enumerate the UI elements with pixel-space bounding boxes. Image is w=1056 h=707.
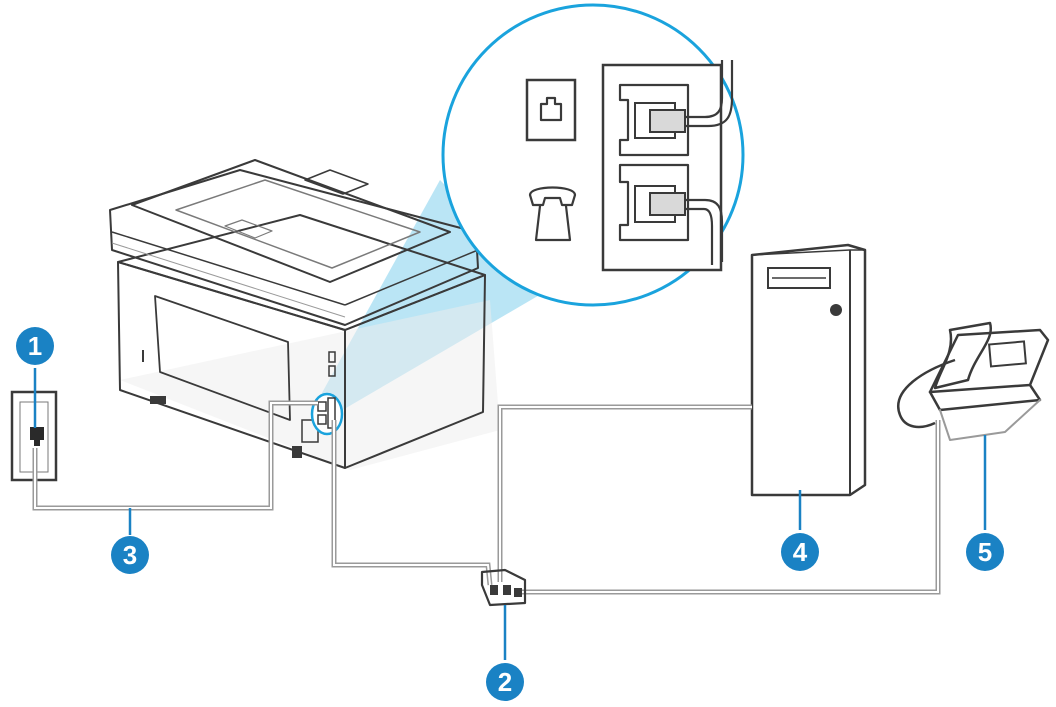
printer-port-highlight [310,392,344,436]
computer-tower [750,243,867,497]
phone-handset-icon [528,186,577,242]
line-port-icon [525,78,577,142]
svg-text:5: 5 [978,537,992,567]
svg-text:1: 1 [28,331,42,361]
printer [109,159,500,470]
cord-computer-to-splitter [497,404,752,582]
callout-5: 5 [966,533,1004,571]
svg-text:2: 2 [498,667,512,697]
svg-text:4: 4 [793,537,808,567]
telephone [897,321,1050,441]
parallel-splitter [480,568,527,607]
callout-1: 1 [16,327,54,365]
callout-4: 4 [781,533,819,571]
svg-text:3: 3 [123,540,137,570]
cables [32,400,941,595]
callout-3: 3 [111,536,149,574]
cord-phone-to-splitter [515,420,941,595]
callout-leaders [33,368,987,660]
callout-2: 2 [486,663,524,701]
port-zoom-view [441,3,745,307]
